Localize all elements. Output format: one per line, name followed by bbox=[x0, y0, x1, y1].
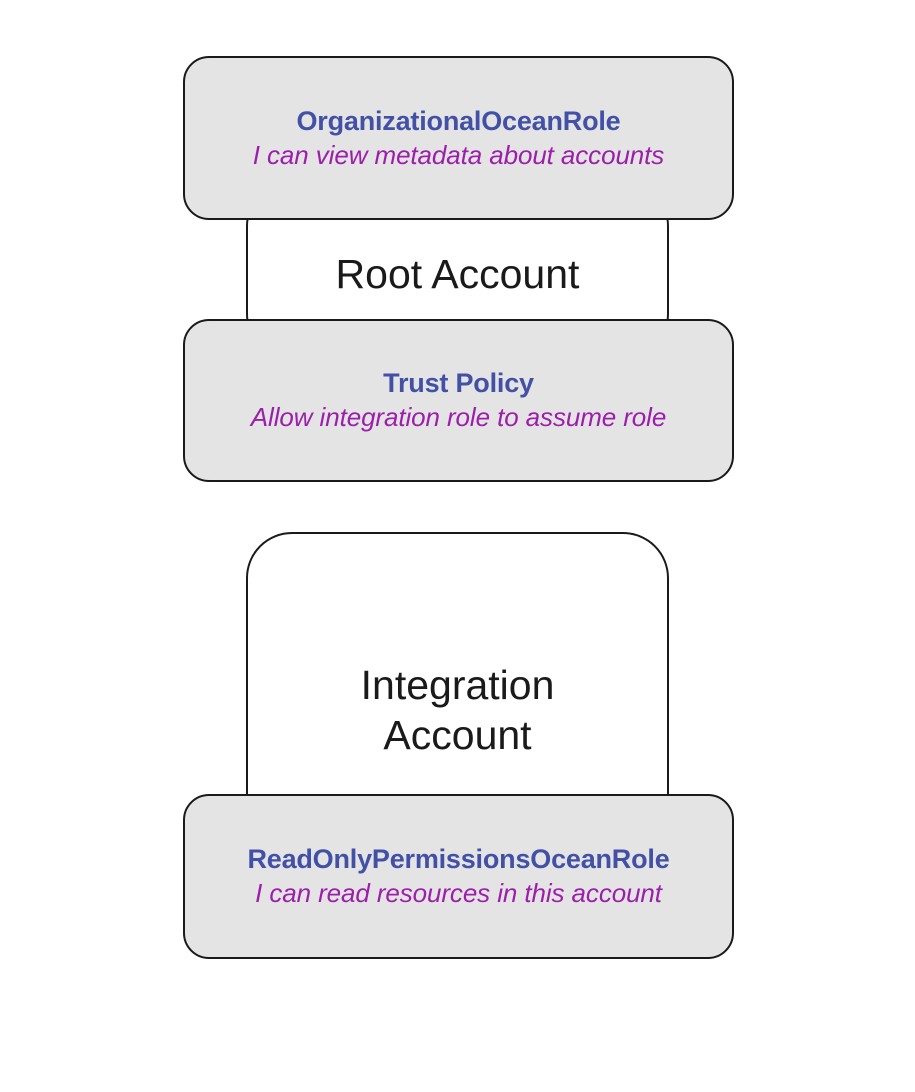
role-title-organizational-ocean-role: OrganizationalOceanRole bbox=[296, 105, 621, 136]
role-description-readonly-permissions-ocean-role: I can read resources in this account bbox=[255, 878, 662, 909]
role-box-trust-policy[interactable]: Trust Policy Allow integration role to a… bbox=[183, 319, 734, 482]
role-title-trust-policy: Trust Policy bbox=[383, 368, 534, 399]
role-title-readonly-permissions-ocean-role: ReadOnlyPermissionsOceanRole bbox=[247, 844, 670, 875]
role-box-organizational-ocean-role[interactable]: OrganizationalOceanRole I can view metad… bbox=[183, 56, 734, 220]
role-box-readonly-permissions-ocean-role[interactable]: ReadOnlyPermissionsOceanRole I can read … bbox=[183, 794, 734, 959]
account-label-integration: Integration Account bbox=[360, 662, 555, 759]
role-description-organizational-ocean-role: I can view metadata about accounts bbox=[252, 139, 665, 170]
role-description-trust-policy: Allow integration role to assume role bbox=[250, 402, 667, 433]
account-label-root: Root Account bbox=[335, 251, 580, 297]
